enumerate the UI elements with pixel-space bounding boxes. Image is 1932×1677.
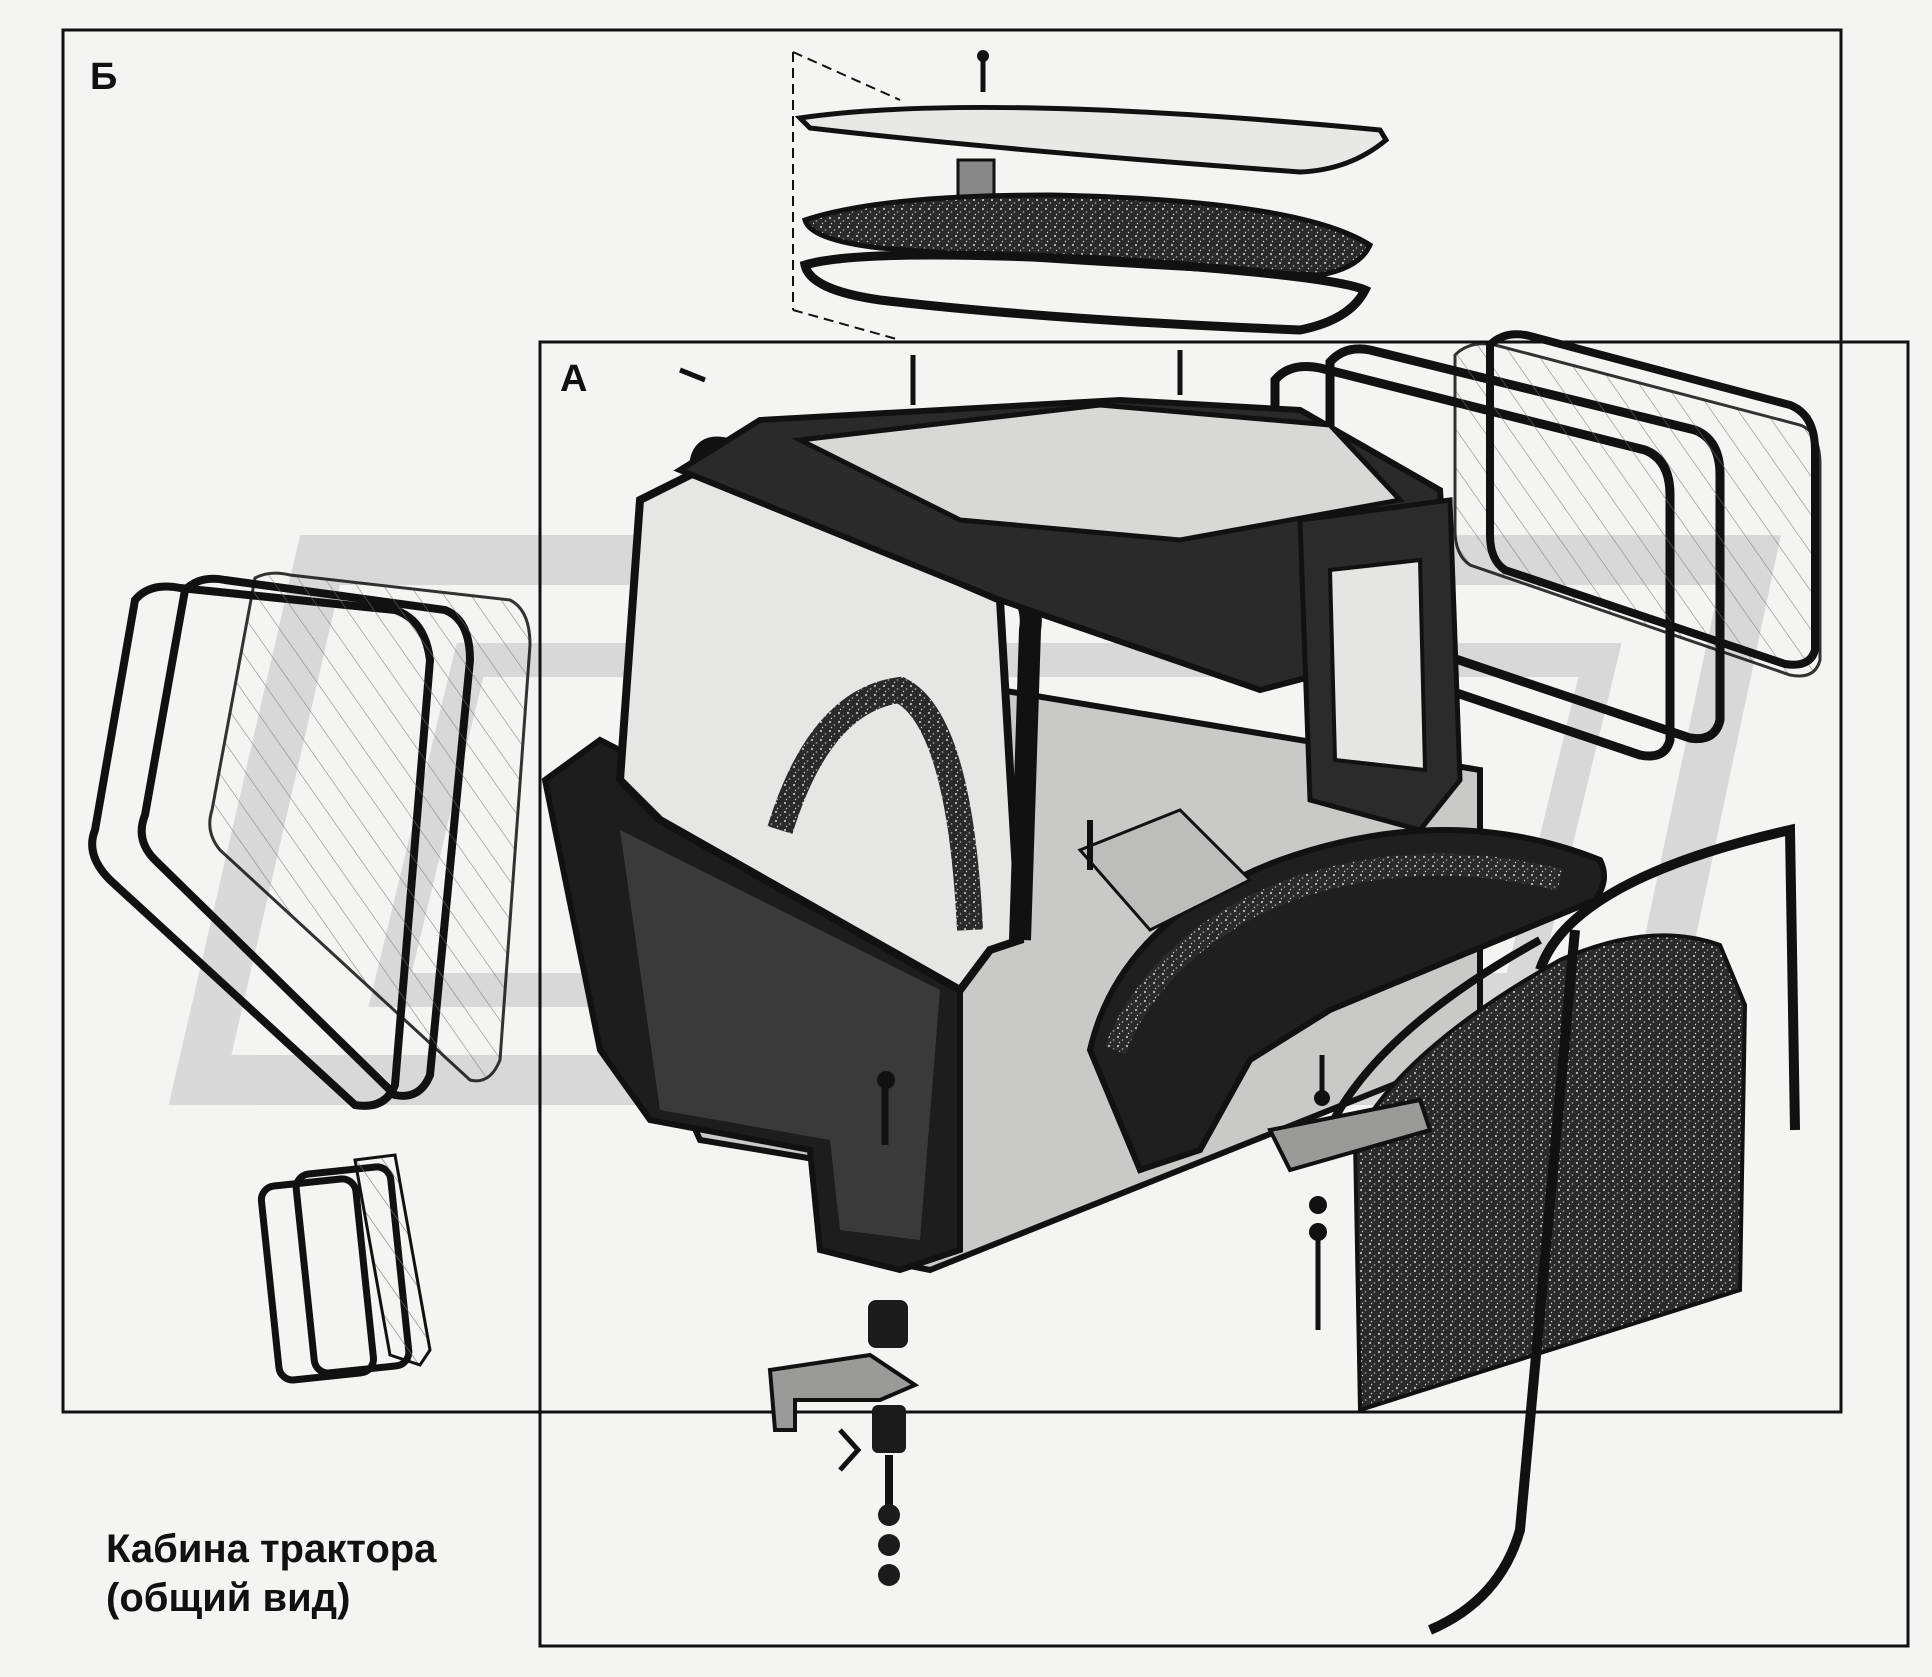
mount-rubber-upper (868, 1300, 908, 1348)
left-side-window-set (88, 571, 532, 1110)
roof-hatch-panel (802, 192, 1374, 278)
hatch-bolt (977, 50, 989, 92)
roof-hatch-cover (794, 104, 1390, 175)
diagram-caption: Кабина трактора (общий вид) (106, 1525, 436, 1623)
mount-rubber-lower (872, 1405, 906, 1453)
roof-opening (791, 402, 1405, 543)
vent-seal-outer (257, 1175, 377, 1384)
rear-window-seal-3 (1486, 330, 1819, 669)
door-frame-rod (1428, 823, 1800, 1635)
cabin-mount (767, 1300, 920, 1586)
cabin-body (541, 350, 1607, 1274)
roof-hatch-assembly (792, 50, 1390, 341)
step-bracket (1267, 1097, 1433, 1173)
section-b-label: Б (90, 56, 118, 98)
vent-glass (353, 1153, 432, 1367)
rear-window-set (1270, 330, 1822, 761)
floor-plate (1077, 808, 1253, 932)
vent-window-set (257, 1153, 432, 1384)
mount-bracket (767, 1352, 920, 1432)
roof-hatch-seal (799, 250, 1372, 335)
right-side-parts (1267, 823, 1800, 1635)
wheel-arch (767, 676, 983, 931)
roof-bolts (679, 350, 1183, 405)
section-frames (61, 28, 1910, 1648)
frame-b (61, 28, 1843, 1414)
frame-a (538, 340, 1910, 1648)
section-a-label: А (560, 358, 588, 400)
left-window-glass (208, 571, 532, 1083)
caption-line-2: (общий вид) (106, 1575, 351, 1620)
rear-window-glass (1453, 342, 1822, 678)
caption-line-1: Кабина трактора (106, 1527, 437, 1571)
left-window-seal-inner (137, 574, 475, 1100)
